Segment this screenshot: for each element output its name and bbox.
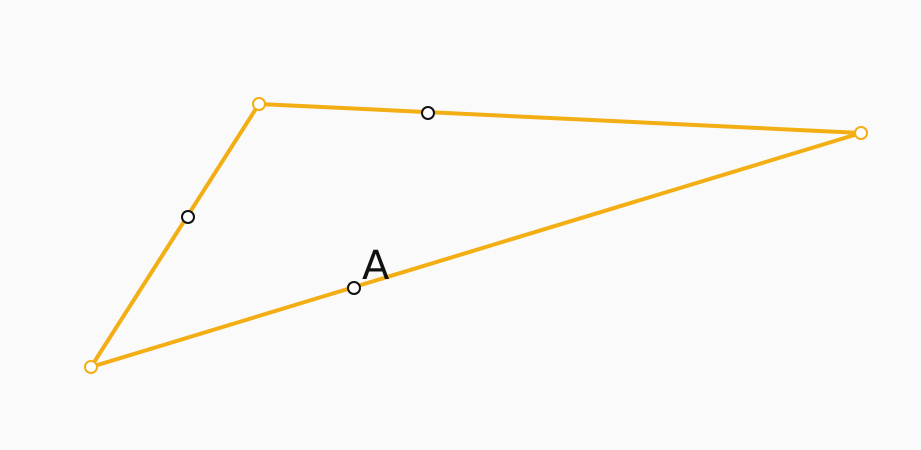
point-on-top-edge[interactable] bbox=[421, 106, 435, 120]
point-a[interactable] bbox=[347, 281, 361, 295]
vertex-handle-right[interactable] bbox=[854, 126, 868, 140]
point-a-label: A bbox=[362, 243, 390, 289]
edge-bottom[interactable] bbox=[89, 131, 863, 369]
edge-top[interactable] bbox=[257, 102, 863, 135]
vertex-handle-top-left[interactable] bbox=[252, 97, 266, 111]
vertex-handle-bottom-left[interactable] bbox=[84, 360, 98, 374]
point-on-left-edge[interactable] bbox=[181, 210, 195, 224]
edge-left[interactable] bbox=[89, 102, 261, 369]
